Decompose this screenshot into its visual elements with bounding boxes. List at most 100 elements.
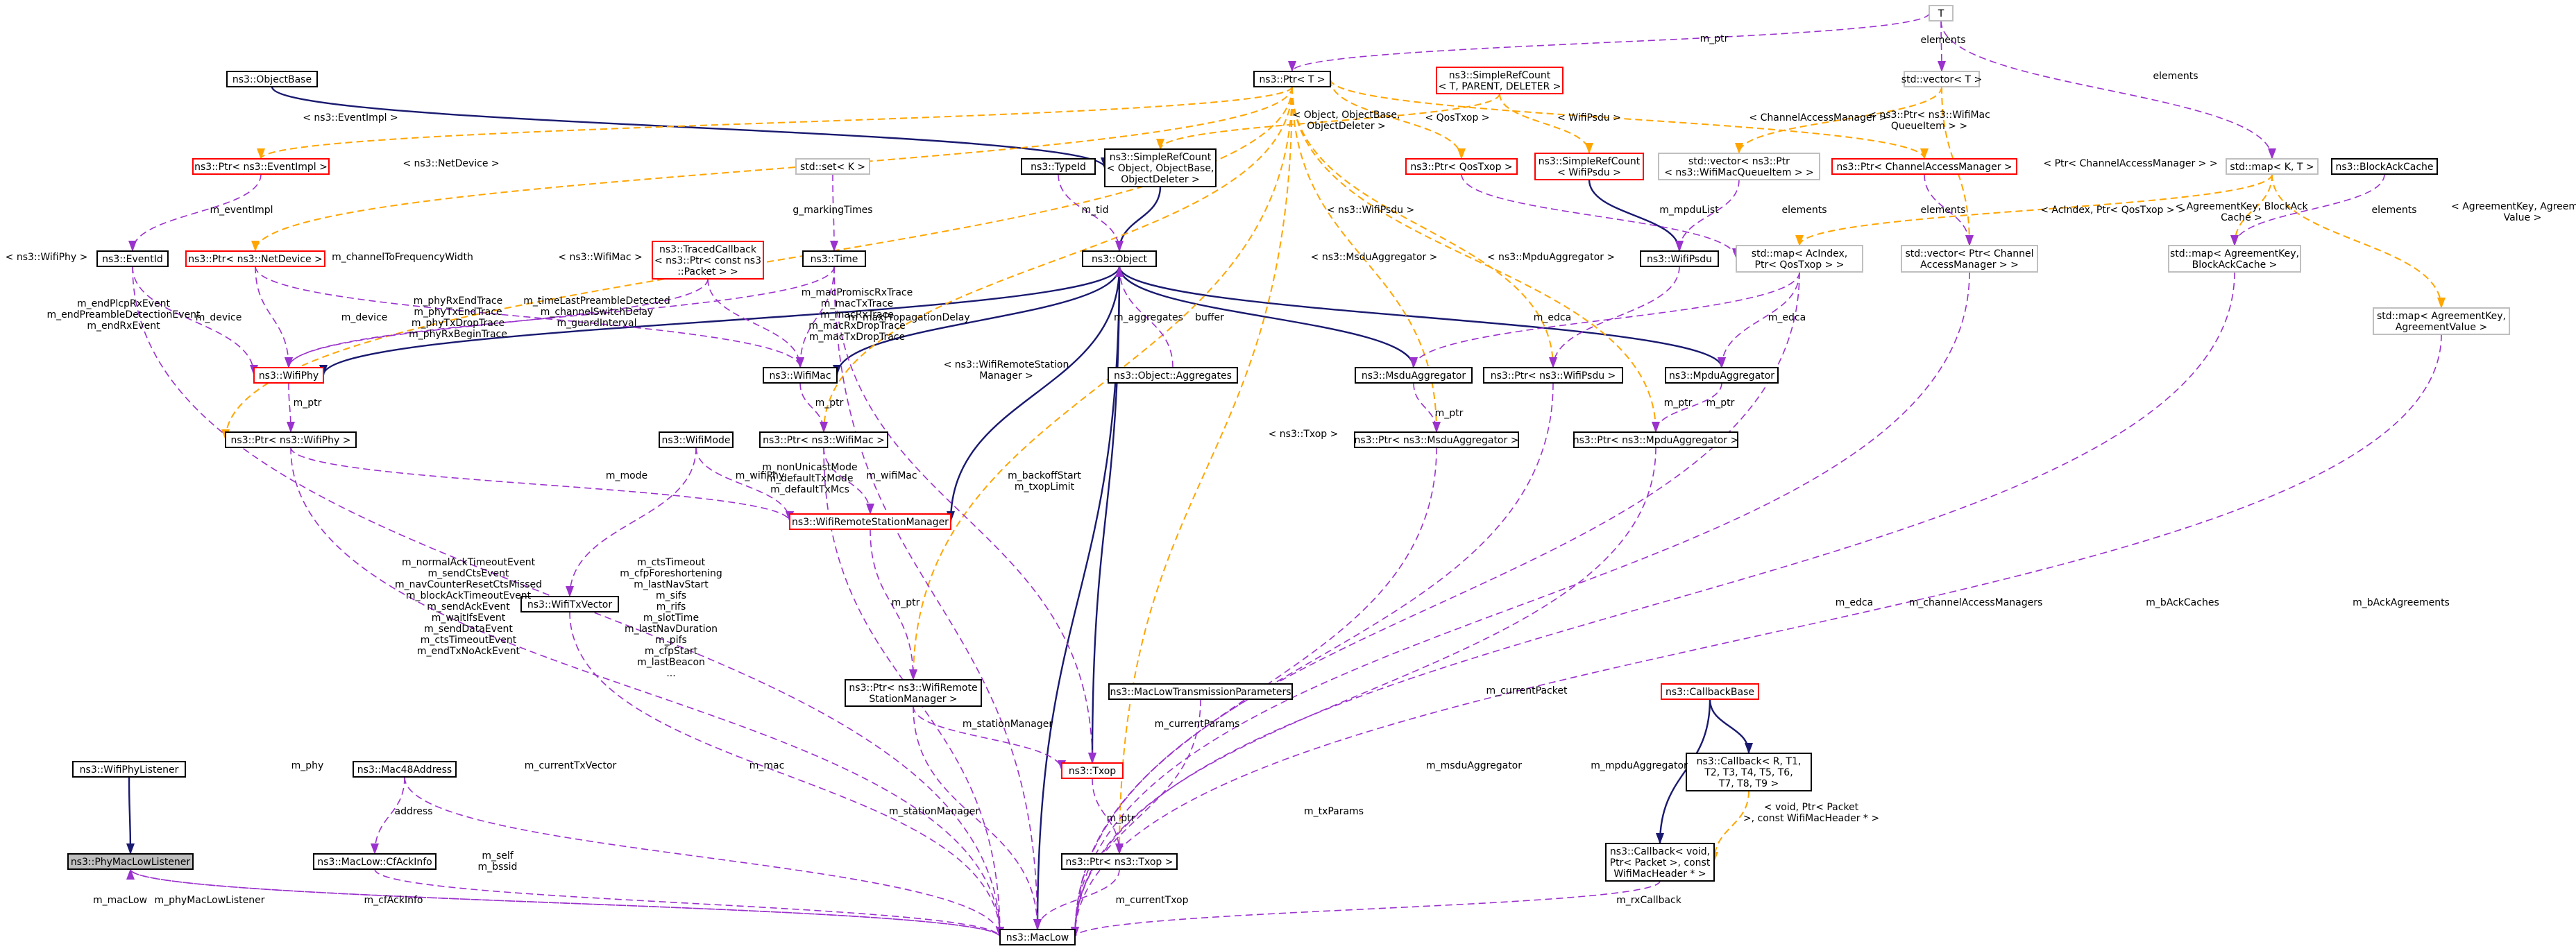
- usage-edge-ptr_wrsm-to-txop: [913, 705, 1066, 771]
- class-node-traced[interactable]: ns3::TracedCallback< ns3::Ptr< const ns3…: [652, 241, 764, 280]
- edge-label-text: m_lastNavStart: [634, 579, 709, 590]
- class-node-wifiphy[interactable]: ns3::WifiPhy: [253, 367, 324, 384]
- edge-label-l28: m_endPlcpRxEventm_endPreambleDetectionEv…: [47, 298, 201, 332]
- edge-label-l69: m_stationManager: [889, 806, 979, 817]
- class-node-ptr[interactable]: ns3::Ptr< T >: [1253, 71, 1331, 87]
- class-node-setK[interactable]: std::set< K >: [795, 158, 870, 175]
- class-node-txvec[interactable]: ns3::WifiTxVector: [520, 596, 619, 612]
- class-node-object[interactable]: ns3::Object: [1082, 250, 1157, 267]
- class-node-mapKT[interactable]: std::map< K, T >: [2226, 158, 2319, 175]
- usage-edge-ptr_mac-to-maclow: [823, 447, 1004, 938]
- class-node-txop[interactable]: ns3::Txop: [1061, 762, 1124, 779]
- usage-edge-wifimac-to-ptr_mac: [799, 382, 828, 433]
- class-node-maclow[interactable]: ns3::MacLow: [999, 929, 1076, 945]
- class-node-wifimode[interactable]: ns3::WifiMode: [659, 431, 734, 448]
- node-label: Ptr< Packet >, const: [1610, 857, 1711, 868]
- class-node-wifipsdu[interactable]: ns3::WifiPsdu: [1640, 250, 1719, 267]
- class-node-blockack[interactable]: ns3::BlockAckCache: [2331, 158, 2438, 175]
- usage-edge-maclow-to-phymac: [126, 868, 1001, 938]
- node-label: ns3::Object::Aggregates: [1114, 370, 1232, 382]
- edge-label-text: m_navCounterResetCtsMissed: [395, 579, 542, 590]
- node-label: ns3::SimpleRefCount: [1449, 70, 1551, 81]
- class-node-vec_ptrq[interactable]: std::vector< ns3::Ptr< ns3::WifiMacQueue…: [1658, 153, 1820, 180]
- usage-edge-time-to-wifimac: [796, 266, 835, 368]
- usage-edge-map_ac-to-mpduagg: [1718, 271, 1800, 368]
- node-box: [1355, 367, 1473, 384]
- class-node-wrsm[interactable]: ns3::WifiRemoteStationManager: [789, 513, 951, 530]
- class-node-aggs[interactable]: ns3::Object::Aggregates: [1108, 367, 1238, 384]
- node-label: ns3::Time: [811, 254, 858, 265]
- edge-label-text: m_lastNavDuration: [625, 624, 718, 635]
- node-label: std::vector< ns3::Ptr: [1688, 156, 1790, 167]
- class-node-msduagg[interactable]: ns3::MsduAggregator: [1355, 367, 1473, 384]
- class-node-ptr_mac[interactable]: ns3::Ptr< ns3::WifiMac >: [759, 431, 888, 448]
- inherit-edge-object-to-wrsm: [947, 266, 1121, 522]
- edge-label-text: >, const WifiMacHeader * >: [1743, 813, 1879, 824]
- node-box: [1534, 153, 1644, 180]
- class-node-wifimac[interactable]: ns3::WifiMac: [763, 367, 838, 384]
- class-node-T[interactable]: T: [1929, 5, 1954, 22]
- class-node-eventid[interactable]: ns3::EventId: [96, 250, 169, 267]
- class-node-map_bac[interactable]: std::map< AgreementKey,BlockAckCache >: [2168, 245, 2301, 273]
- edge-label-text: m_currentPacket: [1486, 685, 1568, 696]
- edge-label-l4: < ns3::EventImpl >: [303, 112, 398, 123]
- class-node-ptr_msdu[interactable]: ns3::Ptr< ns3::MsduAggregator >: [1354, 431, 1519, 448]
- node-box: [759, 431, 888, 448]
- edge-label-text: m_wifiPhy: [736, 470, 784, 481]
- class-node-ptr_netdev[interactable]: ns3::Ptr< ns3::NetDevice >: [185, 250, 325, 267]
- node-label: std::vector< T >: [1901, 74, 1982, 85]
- class-node-ptr_qostxop[interactable]: ns3::Ptr< QosTxop >: [1405, 158, 1518, 175]
- node-box: [226, 71, 318, 87]
- class-node-cbbase[interactable]: ns3::CallbackBase: [1661, 683, 1759, 700]
- edge-label-text: < ns3::WifiRemoteStation: [944, 359, 1069, 370]
- class-node-typeid[interactable]: ns3::TypeId: [1021, 158, 1096, 175]
- class-node-mac48[interactable]: ns3::Mac48Address: [353, 761, 457, 778]
- edge-label-text: m_rifs: [656, 601, 686, 612]
- class-node-listener[interactable]: ns3::WifiPhyListener: [72, 761, 186, 778]
- class-node-src[interactable]: ns3::SimpleRefCount< T, PARENT, DELETER …: [1436, 67, 1564, 94]
- edge-label-l5: < ns3::NetDevice >: [402, 158, 499, 169]
- usage-edge-txop-to-ptr_txop: [1092, 778, 1124, 855]
- node-box: [2331, 158, 2438, 175]
- edge-label-l8: < QosTxop >: [1425, 112, 1489, 123]
- edge-label-l18: elements: [1781, 205, 1827, 216]
- class-node-src_psdu[interactable]: ns3::SimpleRefCount< WifiPsdu >: [1534, 153, 1644, 180]
- class-node-mpduagg[interactable]: ns3::MpduAggregator: [1665, 367, 1779, 384]
- class-node-mltp[interactable]: ns3::MacLowTransmissionParameters: [1108, 683, 1293, 700]
- template-edge-ptr-to-ptr_evimpl: [257, 86, 1293, 160]
- class-node-map_agv[interactable]: std::map< AgreementKey,AgreementValue >: [2373, 307, 2510, 335]
- class-node-phymac[interactable]: ns3::PhyMacLowListener: [67, 853, 194, 870]
- class-node-ptr_cam[interactable]: ns3::Ptr< ChannelAccessManager >: [1831, 158, 2017, 175]
- edge-label-text: m_sendAckEvent: [427, 601, 510, 612]
- class-node-src_obj[interactable]: ns3::SimpleRefCount< Object, ObjectBase,…: [1104, 148, 1217, 187]
- edge-label-text: < AcIndex, Ptr< QosTxop > >: [2040, 205, 2186, 216]
- class-node-objbase[interactable]: ns3::ObjectBase: [226, 71, 318, 87]
- edge-label-text: m_guardInterval: [557, 318, 637, 329]
- class-node-vec_cam[interactable]: std::vector< Ptr< ChannelAccessManager >…: [1901, 245, 2038, 273]
- node-label: ::Packet > >: [677, 266, 738, 277]
- edge-label-text: < ns3::Ptr< ns3::WifiMac: [1868, 110, 1990, 121]
- class-node-cfack[interactable]: ns3::MacLow::CfAckInfo: [313, 853, 437, 870]
- node-box: [1904, 71, 1980, 87]
- node-box: [1901, 245, 2038, 273]
- edge-label-text: m_ptr: [892, 597, 920, 608]
- class-node-cb_generic[interactable]: ns3::Callback< R, T1,T2, T3, T4, T5, T6,…: [1686, 753, 1812, 791]
- node-label: std::set< K >: [800, 162, 865, 173]
- edge-label-l74: m_cfAckInfo: [364, 895, 423, 906]
- class-node-ptr_phy[interactable]: ns3::Ptr< ns3::WifiPhy >: [225, 431, 357, 448]
- class-node-ptr_txop[interactable]: ns3::Ptr< ns3::Txop >: [1061, 853, 1178, 870]
- inherit-edge-object-to-wifimac: [833, 266, 1121, 376]
- class-node-ptr_psdu[interactable]: ns3::Ptr< ns3::WifiPsdu >: [1483, 367, 1623, 384]
- class-node-ptr_mpdu[interactable]: ns3::Ptr< ns3::MpduAggregator >: [1573, 431, 1738, 448]
- edge-label-text: m_mode: [606, 470, 647, 481]
- node-label: ns3::Ptr< ns3::WifiPhy >: [231, 435, 351, 446]
- node-label: ns3::SimpleRefCount: [1539, 156, 1641, 167]
- class-node-map_ac[interactable]: std::map< AcIndex,Ptr< QosTxop > >: [1736, 245, 1863, 273]
- class-node-time[interactable]: ns3::Time: [802, 250, 866, 267]
- class-node-ptr_evimpl[interactable]: ns3::Ptr< ns3::EventImpl >: [192, 158, 330, 175]
- class-node-ptr_wrsm[interactable]: ns3::Ptr< ns3::WifiRemoteStationManager …: [845, 679, 982, 707]
- edge-label-text: m_normalAckTimeoutEvent: [402, 557, 536, 568]
- class-node-vecT[interactable]: std::vector< T >: [1901, 71, 1982, 87]
- edge-label-l75: m_currentTxop: [1116, 895, 1189, 906]
- class-node-cb_void[interactable]: ns3::Callback< void,Ptr< Packet >, const…: [1605, 843, 1715, 882]
